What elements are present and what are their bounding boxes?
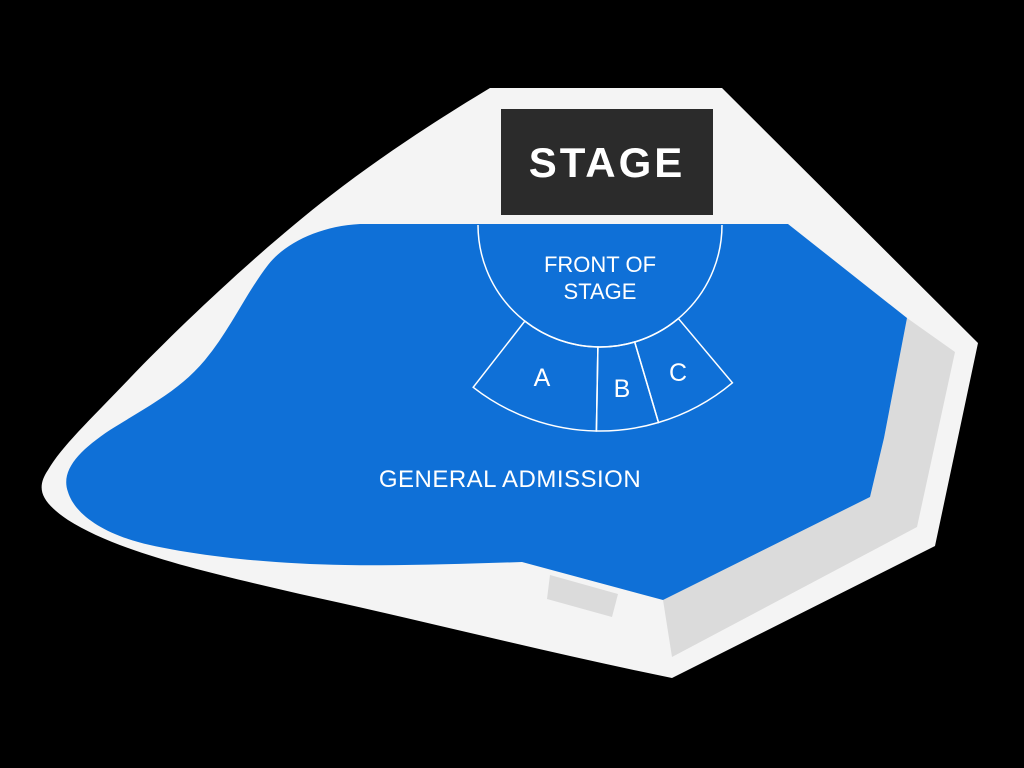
section-c-wedge[interactable] xyxy=(633,317,734,424)
stage-label: STAGE xyxy=(529,139,686,186)
section-b-label: B xyxy=(614,375,631,403)
section-a-label: A xyxy=(534,364,551,392)
section-a-wedge[interactable] xyxy=(472,320,599,432)
front-of-stage-label-line2: STAGE xyxy=(564,279,637,304)
walkway-strip xyxy=(663,318,955,657)
front-of-stage-label-line1: FRONT OF xyxy=(544,252,656,277)
walkway-patch xyxy=(547,575,618,617)
section-c-label: C xyxy=(669,359,687,387)
stage-block xyxy=(501,109,713,215)
general-admission-section[interactable] xyxy=(66,224,907,600)
general-admission-label: GENERAL ADMISSION xyxy=(379,466,641,493)
